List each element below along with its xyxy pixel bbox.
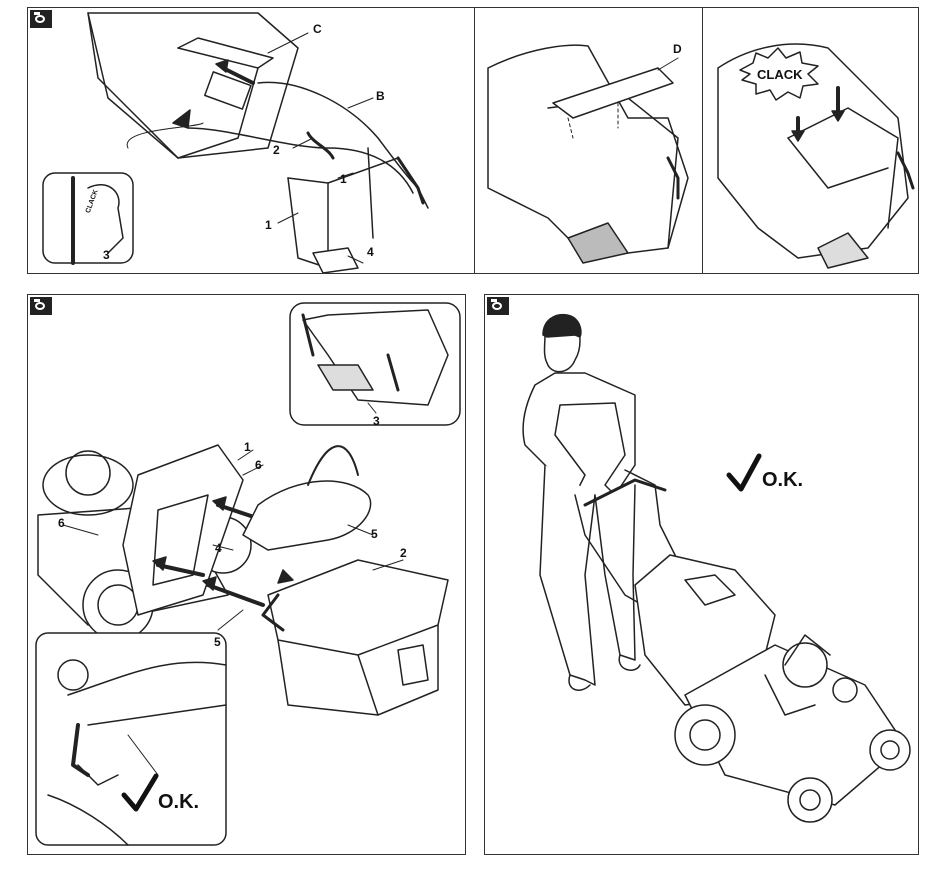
label-2: 2 (400, 547, 407, 559)
label-d: D (673, 43, 682, 55)
label-6: 6 (58, 517, 65, 529)
label-3: 3 (103, 249, 110, 261)
label-1: 1 (340, 173, 347, 185)
check-icon (120, 773, 160, 813)
label-1: 1 (265, 219, 272, 231)
figure-top: C B 2 1 1 3 4 D CLACK CLACK (27, 7, 919, 274)
label-6: 6 (255, 459, 262, 471)
label-b: B (376, 90, 385, 102)
ok-text: O.K. (158, 791, 199, 814)
clack-burst-text: CLACK (757, 67, 803, 82)
label-c: C (313, 23, 322, 35)
figure-bottom-right: O.K. (484, 294, 919, 855)
label-2: 2 (273, 144, 280, 156)
divider (702, 8, 703, 274)
label-1: 1 (244, 441, 251, 453)
ok-text: O.K. (762, 469, 803, 492)
label-5: 5 (371, 528, 378, 540)
divider (474, 8, 475, 274)
illustration-operator-with-mower (485, 295, 919, 855)
illustration-catcher-mounting (28, 295, 466, 855)
label-3: 3 (373, 415, 380, 427)
label-4: 4 (367, 246, 374, 258)
figure-bottom-left: 1 6 6 4 5 5 2 3 O.K. (27, 294, 466, 855)
check-icon (725, 453, 763, 493)
label-5: 5 (214, 636, 221, 648)
label-4: 4 (215, 542, 222, 554)
